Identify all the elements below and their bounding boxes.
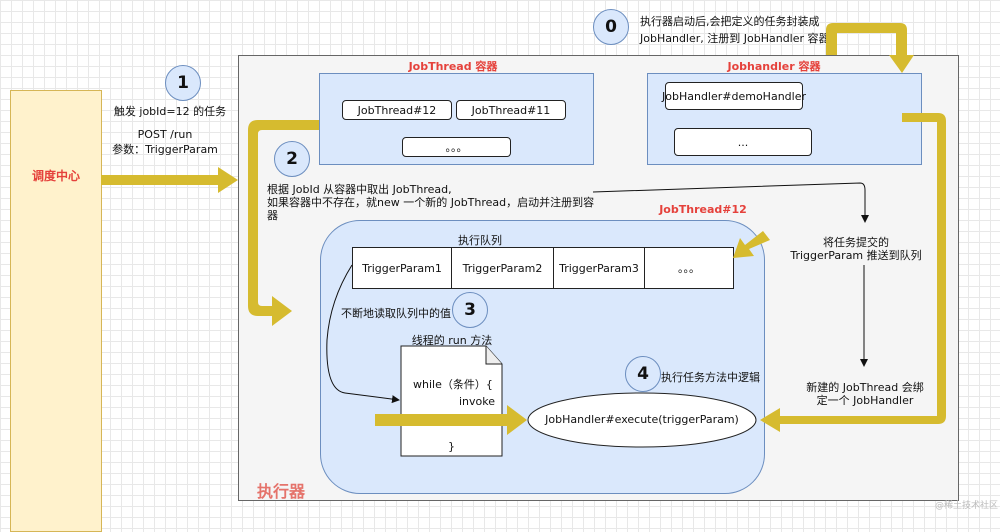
push-note-line1: 将任务提交的 [823, 236, 889, 249]
queue: TriggerParam1 TriggerParam2 TriggerParam… [352, 247, 734, 289]
run-method-doc [400, 345, 503, 457]
queue-cell: TriggerParam3 [554, 248, 645, 288]
invoke-arrow [375, 405, 527, 435]
queue-cell: TriggerParam1 [353, 248, 452, 288]
connectors [101, 23, 946, 457]
while-line: while（条件）{ [413, 378, 493, 391]
queue-label: 执行队列 [458, 234, 502, 247]
handler-more-item: ... [674, 128, 812, 156]
demo-handler-item: JobHandler#demoHandler [662, 82, 806, 110]
jobthread-12-item: JobThread#12 [342, 100, 452, 120]
step-0-line2: JobHandler, 注册到 JobHandler 容器 [640, 32, 830, 45]
queue-cell: 。。。 [678, 262, 700, 275]
trigger-arrow [101, 167, 238, 193]
run-method-label: 线程的 run 方法 [411, 334, 493, 347]
step-1-text: 触发 jobId=12 的任务 [113, 105, 227, 118]
push-queue-arrow [733, 231, 770, 258]
watermark: @稀土技术社区 [935, 501, 999, 511]
step-0-line1: 执行器启动后,会把定义的任务封装成 [640, 15, 820, 28]
step-2-line2: 如果容器中不存在，就new 一个新的 JobThread，启动并注册到容 [267, 196, 595, 209]
new-thread-arrow [592, 182, 869, 223]
brace-line: } [448, 440, 455, 453]
step-4-badge: 4 [625, 356, 661, 392]
bind-note-line1: 新建的 JobThread 会绑 [806, 381, 924, 394]
step-3-badge: 3 [452, 292, 488, 328]
step-4-text: 执行任务方法中逻辑 [661, 371, 760, 384]
bind-note-line2: 定一个 JobHandler [816, 394, 914, 407]
jobthread-container-label: JobThread 容器 [408, 60, 498, 73]
bind-handler-arrow [760, 113, 946, 432]
step-1-post: POST /run [137, 128, 193, 141]
jobhandler-container-label: Jobhandler 容器 [727, 60, 821, 73]
invoke-line: invoke [459, 395, 496, 408]
register-arrow [826, 23, 914, 73]
jobthread-more-item: 。。。 [402, 137, 511, 157]
step-2-line3: 器 [267, 209, 278, 222]
scheduler-box: 调度中心 [10, 90, 102, 532]
step-1-badge: 1 [165, 65, 201, 101]
step-2-badge: 2 [274, 141, 310, 177]
queue-cell: TriggerParam2 [452, 248, 554, 288]
execute-label: JobHandler#execute(triggerParam) [545, 413, 739, 426]
step-1-param: 参数：TriggerParam [112, 143, 218, 156]
execute-ellipse [527, 392, 757, 448]
jobthread12-label: JobThread#12 [659, 203, 747, 216]
scheduler-label: 调度中心 [31, 169, 81, 183]
jobthread-11-item: JobThread#11 [456, 100, 566, 120]
lookup-arrow [248, 120, 319, 326]
step-0-badge: 0 [593, 9, 629, 45]
read-queue-arrow [326, 264, 400, 404]
push-note-line2: TriggerParam 推送到队列 [790, 249, 922, 262]
step-2-line1: 根据 JobId 从容器中取出 JobThread, [267, 183, 452, 196]
executor-label: 执行器 [257, 482, 306, 501]
step-3-text: 不断地读取队列中的值 [341, 307, 451, 320]
